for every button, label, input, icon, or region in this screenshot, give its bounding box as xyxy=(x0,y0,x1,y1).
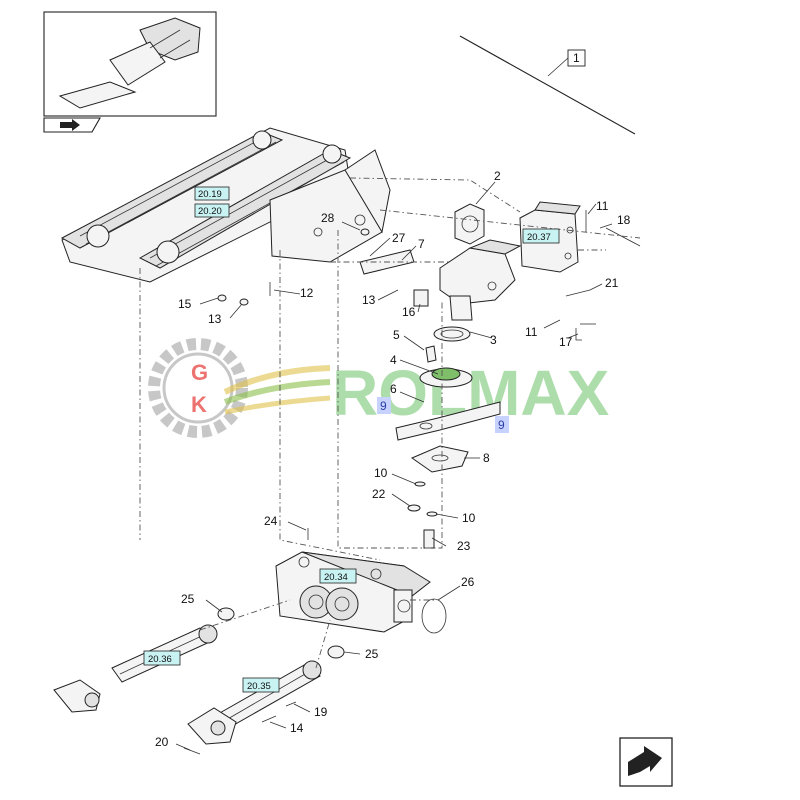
reference-2037[interactable]: 20.37 xyxy=(522,228,560,244)
callout-27[interactable]: 27 xyxy=(392,231,406,245)
bracket-line-17 xyxy=(575,328,582,341)
svg-text:20.37: 20.37 xyxy=(527,232,551,243)
callout-10b[interactable]: 10 xyxy=(462,511,476,525)
callout-18[interactable]: 18 xyxy=(617,213,631,227)
callout-25a[interactable]: 25 xyxy=(181,592,195,606)
callout-15[interactable]: 15 xyxy=(178,297,192,311)
pin-16 xyxy=(413,289,429,307)
washer-25b xyxy=(327,645,345,659)
bolt-19 xyxy=(285,701,297,707)
seal-ring xyxy=(433,326,471,342)
callout-13b[interactable]: 13 xyxy=(362,293,376,307)
svg-text:20.36: 20.36 xyxy=(148,654,172,665)
callout-9b-highlight xyxy=(495,416,509,433)
pin-18 xyxy=(605,227,641,247)
page-nav-icon[interactable] xyxy=(43,117,101,133)
callout-labels: 1 2 3 4 5 6 7 8 10 10 11 11 12 13 13 14 … xyxy=(155,51,631,749)
o-ring-26 xyxy=(421,598,447,634)
callout-9a-highlight xyxy=(377,397,391,414)
washer-15 xyxy=(217,294,227,302)
assembly-line xyxy=(459,35,636,135)
callout-1-box xyxy=(567,49,586,67)
callout-13a[interactable]: 13 xyxy=(208,312,222,326)
bolt-23 xyxy=(423,529,435,549)
callout-6[interactable]: 6 xyxy=(390,382,397,396)
reference-2034[interactable]: 20.34 xyxy=(319,568,357,584)
next-page-icon[interactable] xyxy=(619,737,673,787)
callout-26[interactable]: 26 xyxy=(461,575,475,589)
callout-25b[interactable]: 25 xyxy=(365,647,379,661)
reference-2020[interactable]: 20.20 xyxy=(194,203,230,218)
callout-28[interactable]: 28 xyxy=(321,211,335,225)
callout-11b[interactable]: 11 xyxy=(525,325,538,339)
reference-2019[interactable]: 20.19 xyxy=(194,186,230,201)
washer-10b xyxy=(426,511,438,517)
nut-22 xyxy=(407,504,421,512)
lower-gearbox xyxy=(275,551,431,633)
callout-7[interactable]: 7 xyxy=(418,237,425,251)
inset-thumbnail xyxy=(43,11,217,117)
callout-22[interactable]: 22 xyxy=(372,487,386,501)
callout-9a[interactable]: 9 xyxy=(380,399,387,413)
bushing-28 xyxy=(360,228,370,236)
callout-19[interactable]: 19 xyxy=(314,705,328,719)
callout-17[interactable]: 17 xyxy=(559,335,573,349)
callout-21[interactable]: 21 xyxy=(605,276,619,290)
leader-1 xyxy=(547,57,569,77)
reference-2035[interactable]: 20.35 xyxy=(242,677,280,693)
washer-25a xyxy=(217,607,235,621)
callout-14[interactable]: 14 xyxy=(290,721,304,735)
callout-4[interactable]: 4 xyxy=(390,353,397,367)
callout-5[interactable]: 5 xyxy=(393,328,400,342)
gasket-plate xyxy=(454,203,485,245)
callout-11a[interactable]: 11 xyxy=(596,199,609,213)
drive-shaft-right xyxy=(187,660,322,745)
callout-9b[interactable]: 9 xyxy=(498,418,505,432)
reference-2036[interactable]: 20.36 xyxy=(143,650,181,666)
svg-text:20.34: 20.34 xyxy=(324,572,348,583)
drive-shaft-left xyxy=(53,624,218,713)
bolt-21 xyxy=(565,289,591,297)
washer-13 xyxy=(239,298,249,306)
bolt-14 xyxy=(261,715,277,723)
callout-3[interactable]: 3 xyxy=(490,333,497,347)
callout-8[interactable]: 8 xyxy=(483,451,490,465)
knife-holder xyxy=(410,445,469,473)
center-lines xyxy=(139,177,641,669)
knife-blade xyxy=(395,401,501,441)
callout-12[interactable]: 12 xyxy=(300,286,314,300)
bolt-5 xyxy=(425,345,437,363)
callout-23[interactable]: 23 xyxy=(457,539,471,553)
callout-2[interactable]: 2 xyxy=(494,169,501,183)
svg-text:20.20: 20.20 xyxy=(198,206,222,217)
svg-text:20.19: 20.19 xyxy=(198,189,222,200)
callout-24[interactable]: 24 xyxy=(264,514,278,528)
gearbox-elbow xyxy=(439,239,522,321)
callout-1[interactable]: 1 xyxy=(573,51,580,65)
watermark: G K ROLMAX xyxy=(148,338,610,438)
svg-text:20.35: 20.35 xyxy=(247,681,271,692)
watermark-letter-k: K xyxy=(191,392,207,417)
callout-10a[interactable]: 10 xyxy=(374,466,388,480)
washer-10 xyxy=(414,481,426,487)
knife-hub xyxy=(419,367,473,388)
callout-16[interactable]: 16 xyxy=(402,305,416,319)
watermark-letter-g: G xyxy=(191,360,208,385)
bolt-20 xyxy=(183,747,201,755)
wheat-icon xyxy=(223,365,331,415)
callout-20[interactable]: 20 xyxy=(155,735,169,749)
leader-lines xyxy=(175,181,613,751)
